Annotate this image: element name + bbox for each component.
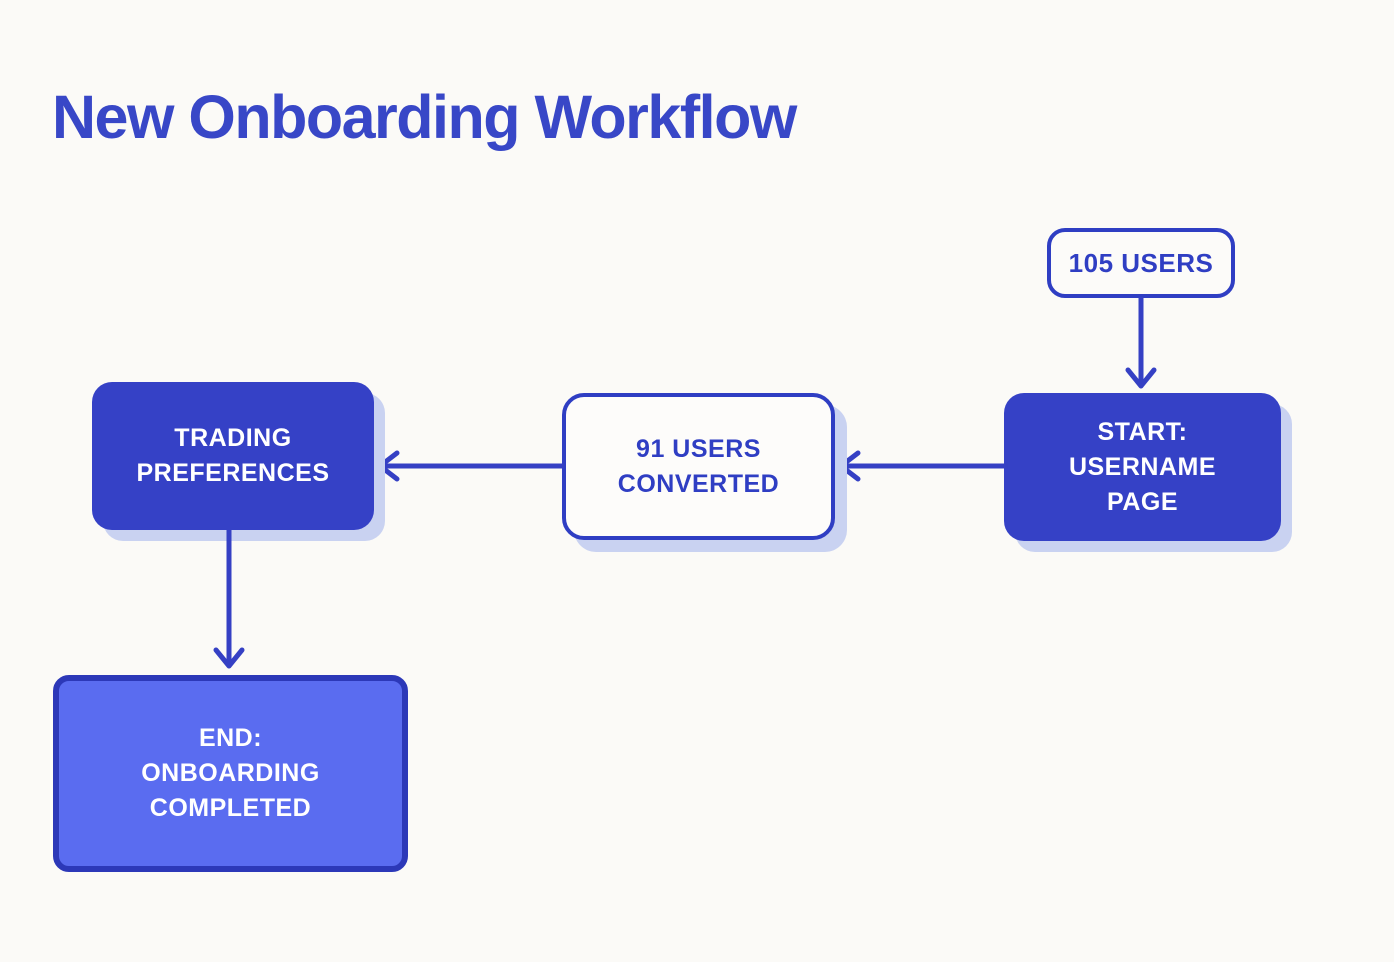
arrow-down-icon	[1125, 297, 1157, 389]
arrow-trading-to-end	[209, 530, 249, 675]
arrow-start-to-converted	[836, 446, 1008, 486]
node-start-line-1: START:	[1097, 417, 1188, 446]
node-converted-line-2: CONVERTED	[617, 469, 780, 498]
node-end-line-1: END:	[198, 724, 263, 752]
node-end-line-2: ONBOARDING	[141, 759, 320, 787]
node-trading-line-2: PREFERENCES	[136, 459, 330, 487]
node-end-line-3: COMPLETED	[149, 794, 312, 822]
page-title: New Onboarding Workflow	[52, 83, 797, 151]
node-start-line-3: PAGE	[1107, 487, 1178, 516]
node-converted-line-1: 91 USERS	[636, 434, 761, 463]
node-users-count-label: 105 USERS	[1068, 247, 1214, 278]
node-end-onboarding-completed: END: ONBOARDING COMPLETED	[53, 675, 408, 872]
node-start-username-page: START: USERNAME PAGE	[1004, 393, 1281, 541]
node-trading-line-1: TRADING	[174, 424, 292, 452]
node-trading-preferences: TRADING PREFERENCES	[92, 382, 374, 530]
node-users-converted: 91 USERS CONVERTED	[562, 393, 835, 540]
arrow-left-icon	[377, 450, 564, 482]
node-start-line-2: USERNAME	[1068, 452, 1217, 481]
arrow-users-to-start	[1121, 297, 1161, 395]
arrow-left-icon	[838, 450, 1008, 482]
node-users-count: 105 USERS	[1047, 228, 1235, 298]
arrow-converted-to-trading	[375, 446, 564, 486]
arrow-down-icon	[213, 530, 245, 669]
